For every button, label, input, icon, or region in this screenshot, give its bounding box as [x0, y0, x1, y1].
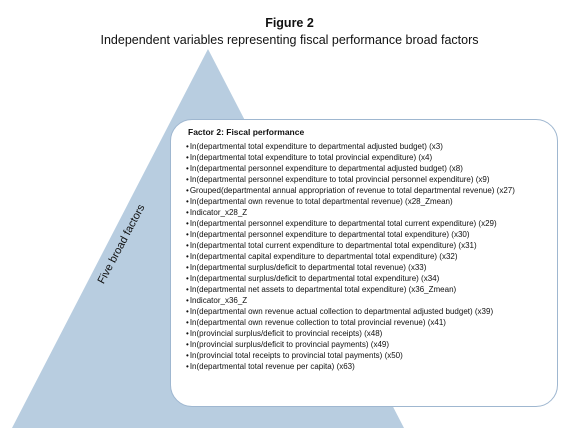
- figure-title: Figure 2: [265, 16, 314, 30]
- variable-item: In(departmental personnel expenditure to…: [186, 218, 515, 229]
- variable-item: In(departmental total current expenditur…: [186, 240, 515, 251]
- variable-item: In(departmental own revenue to total dep…: [186, 196, 515, 207]
- variable-item: In(provincial surplus/deficit to provinc…: [186, 339, 515, 350]
- variable-item: In(departmental capital expenditure to d…: [186, 251, 515, 262]
- variable-item: Indicator_x36_Z: [186, 295, 515, 306]
- variable-item: In(departmental net assets to department…: [186, 284, 515, 295]
- variable-item: In(departmental personnel expenditure to…: [186, 229, 515, 240]
- variable-list: In(departmental total expenditure to dep…: [186, 141, 515, 372]
- factor-heading: Factor 2: Fiscal performance: [188, 127, 305, 137]
- variable-item: In(provincial surplus/deficit to provinc…: [186, 328, 515, 339]
- variable-item: In(departmental surplus/deficit to depar…: [186, 262, 515, 273]
- variable-item: In(departmental personnel expenditure to…: [186, 174, 515, 185]
- variable-item: Indicator_x28_Z: [186, 207, 515, 218]
- variable-item: In(departmental own revenue collection t…: [186, 317, 515, 328]
- variable-item: In(departmental personnel expenditure to…: [186, 163, 515, 174]
- variable-item: In(departmental total expenditure to dep…: [186, 141, 515, 152]
- variable-item: In(provincial total receipts to provinci…: [186, 350, 515, 361]
- variable-item: In(departmental total expenditure to tot…: [186, 152, 515, 163]
- figure-subtitle: Independent variables representing fisca…: [100, 33, 479, 47]
- variable-item: In(departmental surplus/deficit to depar…: [186, 273, 515, 284]
- variable-item: Grouped(departmental annual appropriatio…: [186, 185, 515, 196]
- variable-item: In(departmental own revenue actual colle…: [186, 306, 515, 317]
- variable-item: In(departmental total revenue per capita…: [186, 361, 515, 372]
